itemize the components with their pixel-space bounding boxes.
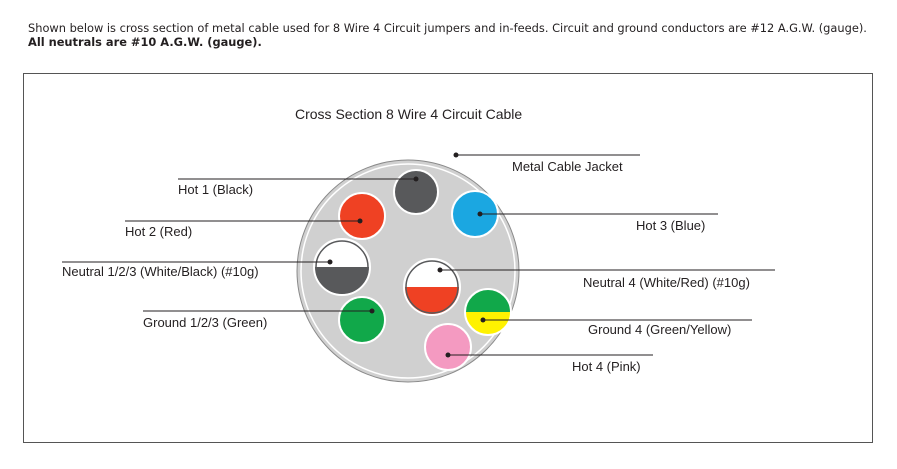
jacket-inner-ring <box>300 163 516 379</box>
intro-bold-note: All neutrals are #10 A.G.W. (gauge). <box>28 34 262 49</box>
label-hot-4: Hot 4 (Pink) <box>572 359 641 374</box>
diagram-frame <box>23 73 873 443</box>
label-neutral-1-2-3: Neutral 1/2/3 (White/Black) (#10g) <box>62 264 259 279</box>
conductor-ground-4-green-yellow <box>464 288 512 336</box>
conductor-neutral-4-white-red <box>403 258 461 316</box>
intro-text: Shown below is cross section of metal ca… <box>28 21 867 35</box>
label-neutral-4: Neutral 4 (White/Red) (#10g) <box>583 275 750 290</box>
label-ground-4: Ground 4 (Green/Yellow) <box>588 322 731 337</box>
leader-dots <box>327 152 486 358</box>
label-ground-1-2-3: Ground 1/2/3 (Green) <box>143 315 267 330</box>
conductor-hot-2-red <box>338 192 386 240</box>
conductor-hot-4-pink <box>424 323 472 371</box>
conductor-hot-1-black <box>393 169 439 215</box>
conductor-ground-1-2-3-green <box>338 296 386 344</box>
label-metal-cable-jacket: Metal Cable Jacket <box>512 159 623 174</box>
label-hot-1: Hot 1 (Black) <box>178 182 253 197</box>
diagram-title: Cross Section 8 Wire 4 Circuit Cable <box>295 106 522 122</box>
leader-lines <box>62 154 775 356</box>
label-hot-3: Hot 3 (Blue) <box>636 218 705 233</box>
conductor-neutral-1-2-3-white-black <box>313 238 371 296</box>
intro-paragraph: Shown below is cross section of metal ca… <box>28 21 878 49</box>
label-hot-2: Hot 2 (Red) <box>125 224 192 239</box>
